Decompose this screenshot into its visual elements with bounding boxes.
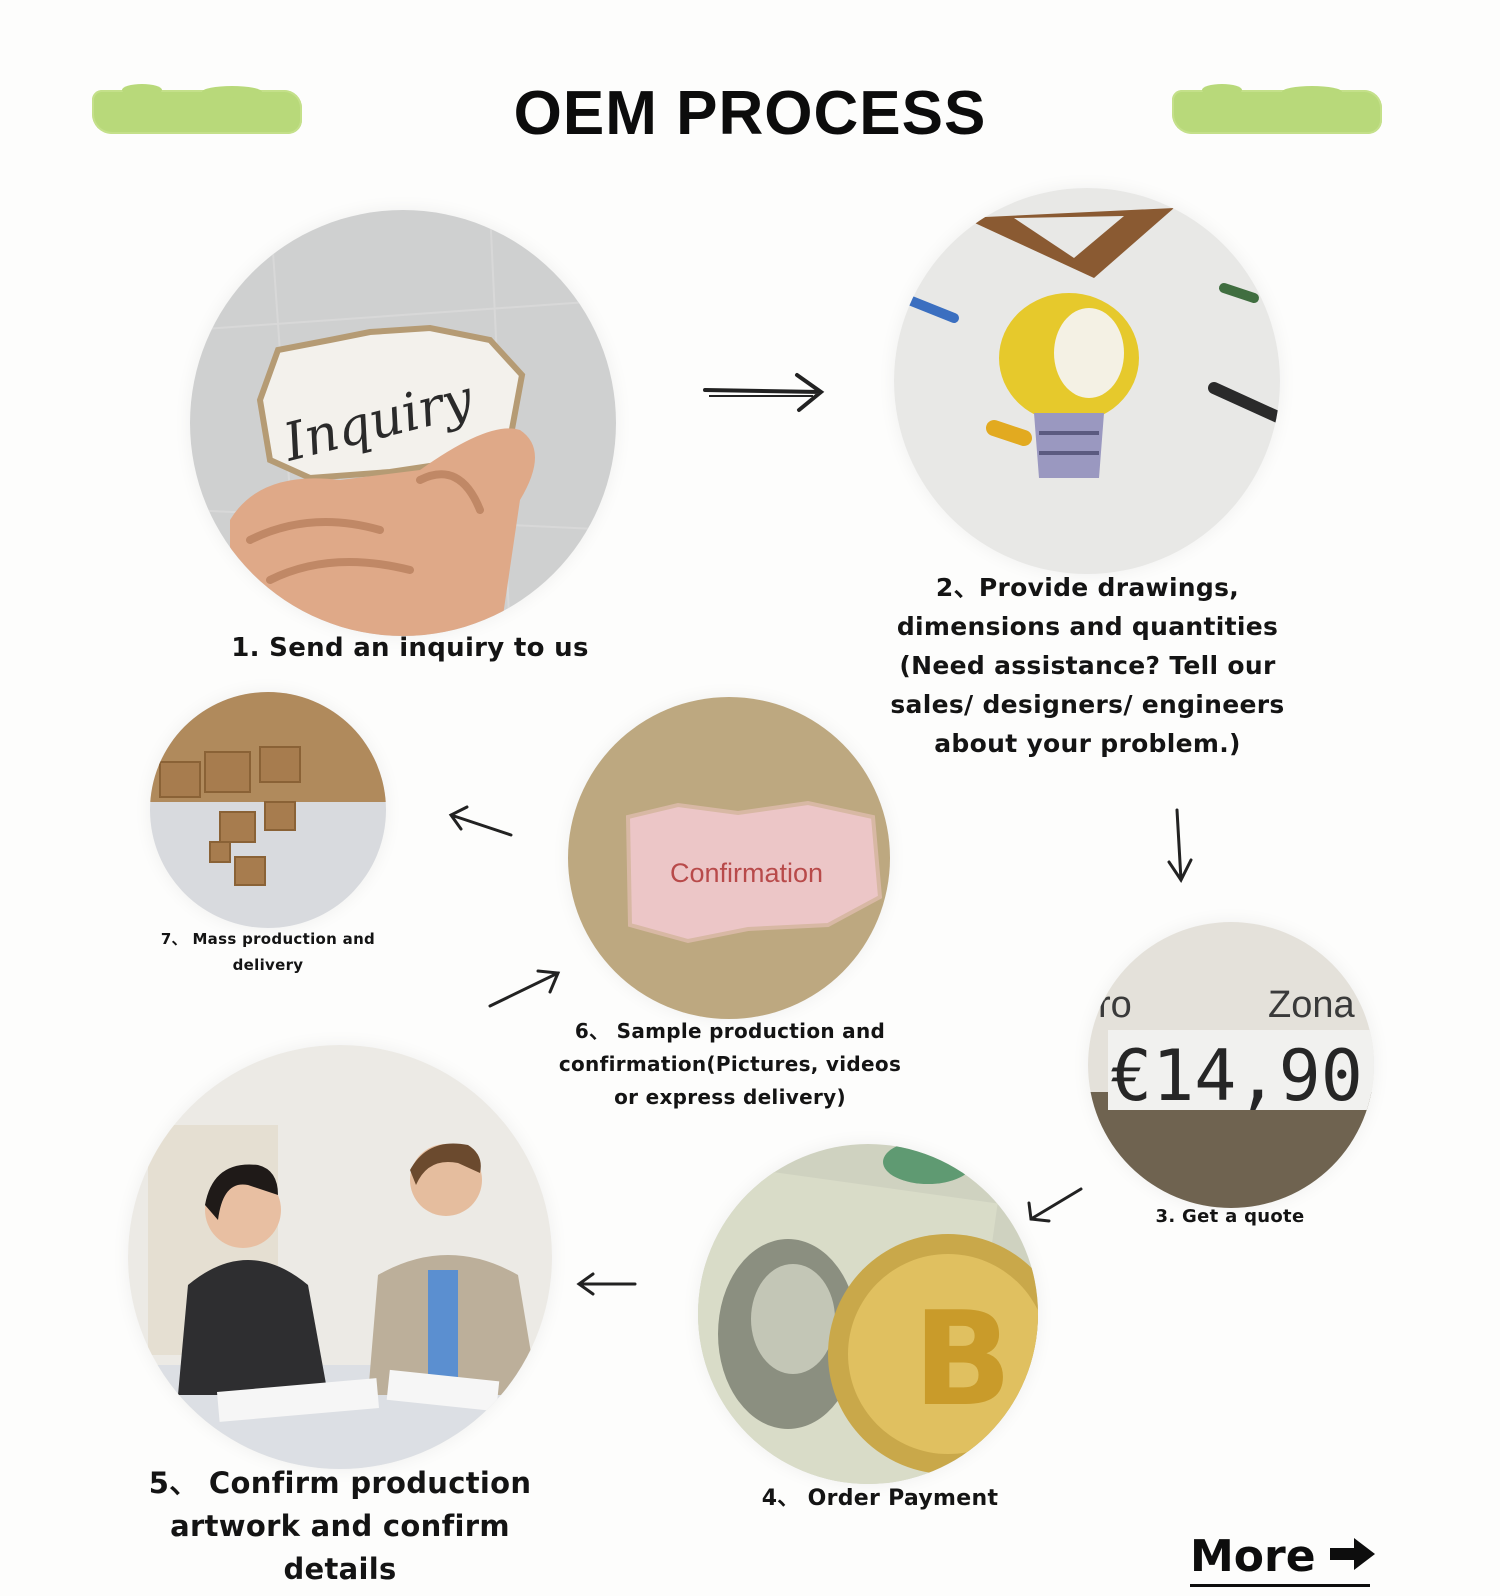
arrow-left-up-icon [445, 805, 515, 841]
business-meeting-image [128, 1045, 552, 1469]
step-2-caption: 2、Provide drawings, dimensions and quant… [890, 573, 1285, 758]
step-1-image: Inquiry [190, 210, 616, 636]
green-brush-stroke-left [92, 84, 302, 134]
lightbulb-sketch-image [894, 188, 1280, 574]
arrow-up-right-icon [488, 968, 563, 1010]
right-arrow-icon [1329, 1537, 1376, 1575]
step-2-image [894, 188, 1280, 574]
svg-text:ro: ro [1098, 984, 1132, 1026]
step-3-caption: 3. Get a quote [1155, 1206, 1305, 1227]
price-tag-image: Zona ro €14,90 [1088, 922, 1374, 1208]
step-5-caption: 5、 Confirm production artwork and confir… [148, 1466, 532, 1586]
svg-text:B: B [913, 1283, 1012, 1435]
arrow-down-icon [1165, 808, 1195, 885]
inquiry-note-image: Inquiry [190, 210, 616, 636]
step-1-caption: 1. Send an inquiry to us [231, 633, 589, 663]
more-label: More [1190, 1530, 1316, 1582]
step-7-caption: 7、 Mass production and delivery [160, 930, 376, 974]
green-brush-stroke-right [1172, 84, 1382, 134]
arrow-down-left-icon [1025, 1185, 1085, 1225]
step-4-image: B [698, 1144, 1038, 1484]
step-6-caption: 6、 Sample production and confirmation(Pi… [558, 1019, 902, 1109]
svg-text:€14,90: €14,90 [1110, 1035, 1363, 1117]
arrow-left-icon [575, 1272, 637, 1298]
svg-text:Zona: Zona [1268, 984, 1355, 1026]
confirmation-paper-image: Confirmation [568, 697, 890, 1019]
page-title: OEM PROCESS [513, 79, 987, 148]
step-3-image: Zona ro €14,90 [1088, 922, 1374, 1208]
step-7-image [150, 692, 386, 928]
arrow-right-icon [703, 370, 825, 415]
step-6-image: Confirmation [568, 697, 890, 1019]
svg-text:Confirmation: Confirmation [670, 858, 823, 888]
step-5-image [128, 1045, 552, 1469]
cardboard-boxes-image [150, 692, 386, 928]
step-4-caption: 4、 Order Payment [761, 1486, 999, 1511]
dollar-bitcoin-image: B [698, 1144, 1038, 1484]
more-link[interactable]: More [1190, 1528, 1375, 1587]
